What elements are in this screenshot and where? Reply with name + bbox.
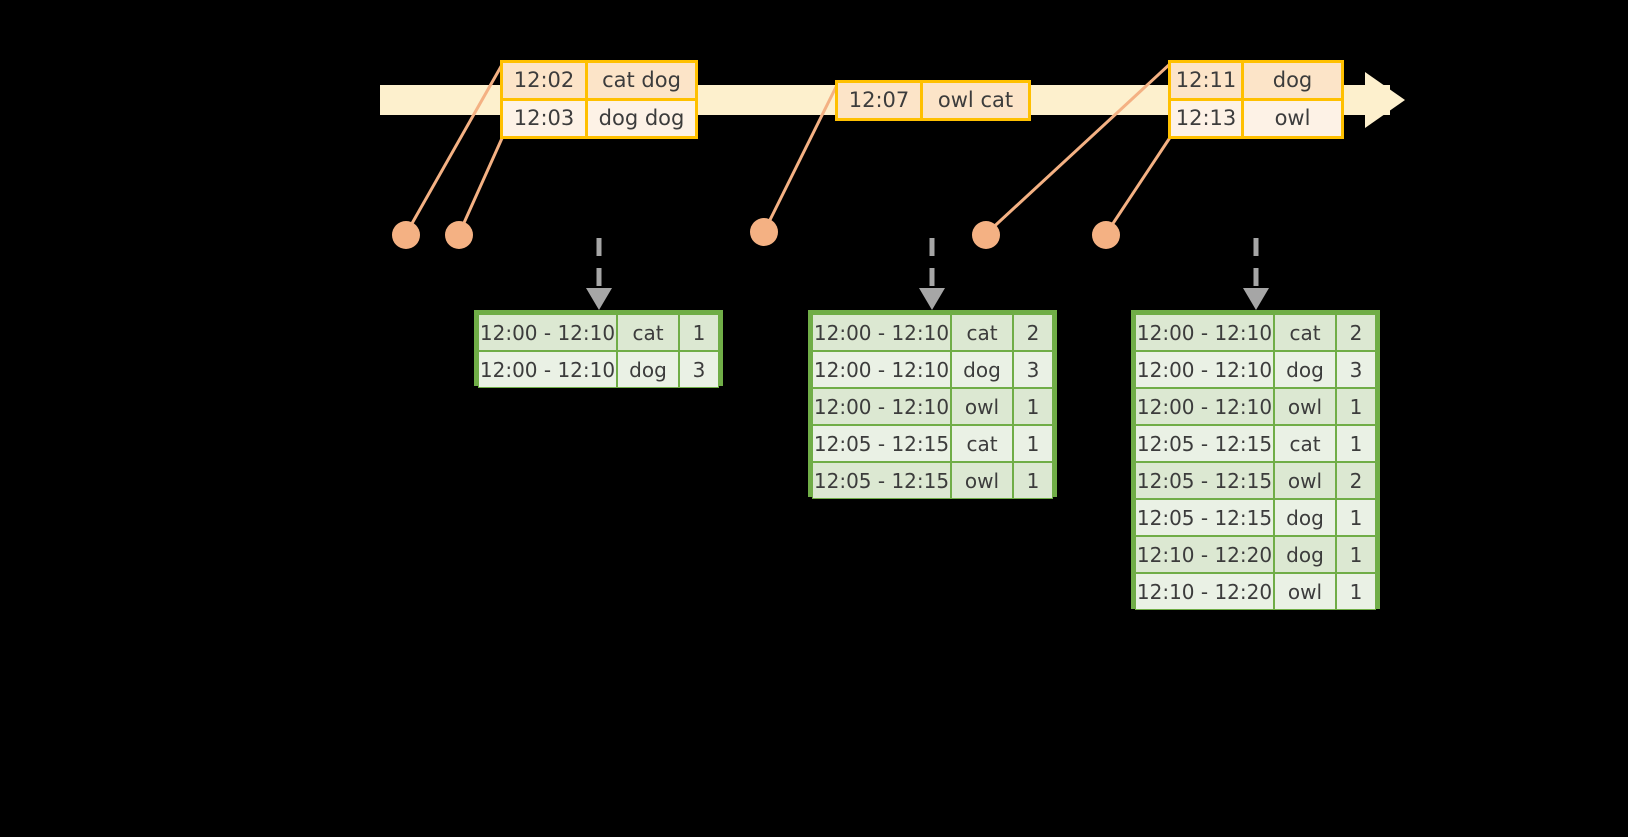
marker-dot-12-07 xyxy=(750,218,778,246)
cell-window: 12:00 - 12:10 xyxy=(478,314,617,351)
event-words: owl xyxy=(1244,101,1341,136)
event-words: dog xyxy=(1244,63,1341,98)
cell-window: 12:05 - 12:15 xyxy=(1135,499,1274,536)
cell-window: 12:00 - 12:10 xyxy=(812,388,951,425)
event-words: cat dog xyxy=(588,63,695,98)
cell-word: owl xyxy=(1274,573,1336,610)
cell-window: 12:00 - 12:10 xyxy=(812,314,951,351)
cell-word: owl xyxy=(951,388,1013,425)
cell-count: 3 xyxy=(679,351,719,388)
cell-count: 2 xyxy=(1336,314,1376,351)
cell-window: 12:00 - 12:10 xyxy=(1135,351,1274,388)
event-words: owl cat xyxy=(923,83,1028,118)
cell-word: cat xyxy=(1274,425,1336,462)
event-words: dog dog xyxy=(588,101,695,136)
cell-word: cat xyxy=(1274,314,1336,351)
cell-word: owl xyxy=(1274,388,1336,425)
cell-count: 1 xyxy=(1336,499,1376,536)
cell-word: dog xyxy=(617,351,679,388)
dashed-arrow-head-icon-1 xyxy=(586,288,612,310)
connector-line-12-03 xyxy=(457,135,505,235)
cell-word: dog xyxy=(951,351,1013,388)
event-row: 12:03 dog dog xyxy=(503,98,695,136)
cell-window: 12:00 - 12:10 xyxy=(1135,388,1274,425)
cell-count: 3 xyxy=(1336,351,1376,388)
cell-word: dog xyxy=(1274,499,1336,536)
event-row: 12:02 cat dog xyxy=(503,63,695,98)
cell-word: cat xyxy=(951,425,1013,462)
event-box-3: 12:11 dog 12:13 owl xyxy=(1168,60,1344,139)
cell-count: 1 xyxy=(1013,462,1053,499)
cell-count: 1 xyxy=(1013,388,1053,425)
cell-window: 12:05 - 12:15 xyxy=(812,425,951,462)
event-time: 12:02 xyxy=(503,63,588,98)
cell-count: 1 xyxy=(1013,425,1053,462)
timeline-arrow-head-icon xyxy=(1365,72,1405,128)
cell-count: 1 xyxy=(1336,388,1376,425)
event-box-1: 12:02 cat dog 12:03 dog dog xyxy=(500,60,698,139)
cell-window: 12:10 - 12:20 xyxy=(1135,536,1274,573)
cell-window: 12:05 - 12:15 xyxy=(1135,462,1274,499)
cell-window: 12:00 - 12:10 xyxy=(1135,314,1274,351)
cell-word: cat xyxy=(617,314,679,351)
cell-window: 12:05 - 12:15 xyxy=(1135,425,1274,462)
event-row: 12:07 owl cat xyxy=(838,83,1028,118)
cell-window: 12:05 - 12:15 xyxy=(812,462,951,499)
cell-count: 1 xyxy=(1336,536,1376,573)
event-time: 12:03 xyxy=(503,101,588,136)
cell-count: 1 xyxy=(679,314,719,351)
event-row: 12:11 dog xyxy=(1171,63,1341,98)
cell-window: 12:10 - 12:20 xyxy=(1135,573,1274,610)
event-time: 12:13 xyxy=(1171,101,1244,136)
cell-count: 3 xyxy=(1013,351,1053,388)
cell-word: owl xyxy=(1274,462,1336,499)
marker-dot-12-11 xyxy=(972,221,1000,249)
marker-dot-12-13 xyxy=(1092,221,1120,249)
marker-dot-12-02 xyxy=(392,221,420,249)
marker-dot-12-03 xyxy=(445,221,473,249)
cell-word: cat xyxy=(951,314,1013,351)
event-box-2: 12:07 owl cat xyxy=(835,80,1031,121)
event-time: 12:11 xyxy=(1171,63,1244,98)
cell-count: 2 xyxy=(1013,314,1053,351)
connector-line-12-13 xyxy=(1104,135,1173,235)
event-row: 12:13 owl xyxy=(1171,98,1341,136)
dashed-arrow-head-icon-3 xyxy=(1243,288,1269,310)
event-time: 12:07 xyxy=(838,83,923,118)
cell-window: 12:00 - 12:10 xyxy=(478,351,617,388)
cell-count: 2 xyxy=(1336,462,1376,499)
dashed-arrow-head-icon-2 xyxy=(919,288,945,310)
cell-window: 12:00 - 12:10 xyxy=(812,351,951,388)
cell-word: dog xyxy=(1274,536,1336,573)
cell-word: dog xyxy=(1274,351,1336,388)
cell-word: owl xyxy=(951,462,1013,499)
cell-count: 1 xyxy=(1336,425,1376,462)
cell-count: 1 xyxy=(1336,573,1376,610)
